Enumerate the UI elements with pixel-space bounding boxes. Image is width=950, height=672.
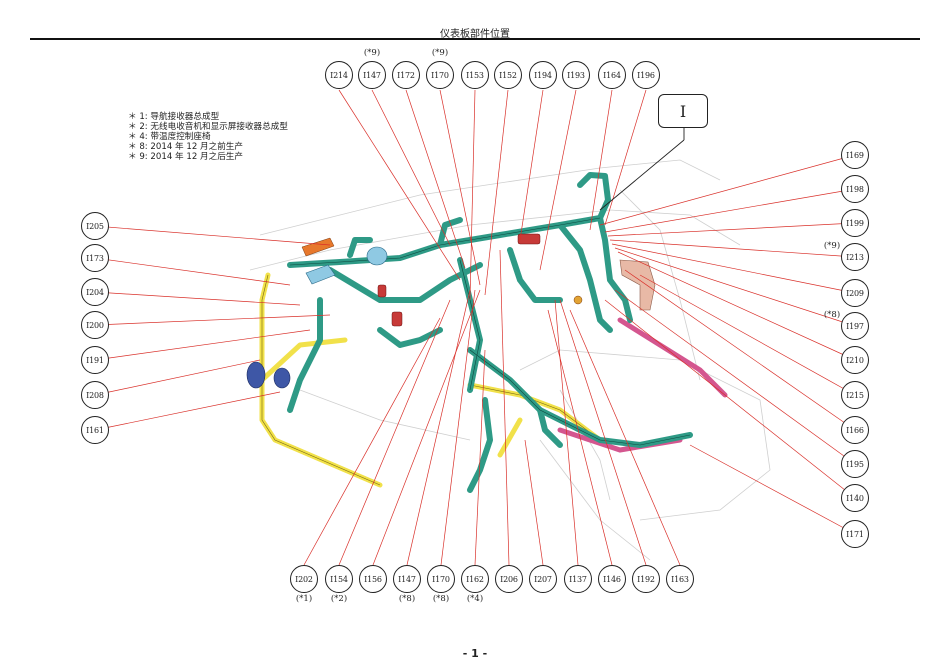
callout-i202: I202 bbox=[290, 565, 318, 593]
callout-i193: I193 bbox=[562, 61, 590, 89]
callout-note: (*9) bbox=[823, 241, 841, 251]
header-rule bbox=[30, 38, 920, 40]
callout-i156: I156 bbox=[359, 565, 387, 593]
callout-note: (*2) bbox=[330, 594, 348, 604]
callout-i140: I140 bbox=[841, 484, 869, 512]
callout-i162: I162 bbox=[461, 565, 489, 593]
callout-i210: I210 bbox=[841, 346, 869, 374]
callout-i170: I170 bbox=[426, 61, 454, 89]
callout-i152: I152 bbox=[494, 61, 522, 89]
page-title: 仪表板部件位置 bbox=[440, 29, 510, 40]
footnote-4: ＊ 4: 带温度控制座椅 bbox=[128, 132, 211, 142]
callout-i204: I204 bbox=[81, 278, 109, 306]
callout-i153: I153 bbox=[461, 61, 489, 89]
callout-i198: I198 bbox=[841, 175, 869, 203]
callout-note: (*4) bbox=[466, 594, 484, 604]
footnote-9: ＊ 9: 2014 年 12 月之后生产 bbox=[128, 152, 243, 162]
orange-connector bbox=[301, 237, 583, 305]
callout-i208: I208 bbox=[81, 381, 109, 409]
footnote-8: ＊ 8: 2014 年 12 月之前生产 bbox=[128, 142, 243, 152]
callout-i199: I199 bbox=[841, 209, 869, 237]
callout-i147: I147 bbox=[393, 565, 421, 593]
callout-note: (*8) bbox=[432, 594, 450, 604]
callout-i206: I206 bbox=[495, 565, 523, 593]
callout-i194: I194 bbox=[529, 61, 557, 89]
view-pointer bbox=[599, 126, 685, 211]
callout-i172: I172 bbox=[392, 61, 420, 89]
air-duct bbox=[305, 246, 388, 285]
callout-i197: I197 bbox=[841, 312, 869, 340]
dashboard-outline bbox=[249, 159, 771, 561]
callout-i192: I192 bbox=[632, 565, 660, 593]
callout-note: (*8) bbox=[823, 310, 841, 320]
callout-i166: I166 bbox=[841, 416, 869, 444]
footnote-1: ＊ 1: 导航接收器总成型 bbox=[128, 112, 220, 122]
callout-i191: I191 bbox=[81, 346, 109, 374]
callout-i205: I205 bbox=[81, 212, 109, 240]
callout-i170: I170 bbox=[427, 565, 455, 593]
yellow-harness-edge bbox=[261, 274, 601, 486]
callout-note: (*9) bbox=[431, 48, 449, 58]
blue-component bbox=[246, 361, 291, 389]
callout-i200: I200 bbox=[81, 311, 109, 339]
callout-note: (*9) bbox=[363, 48, 381, 58]
callout-i163: I163 bbox=[666, 565, 694, 593]
callout-i169: I169 bbox=[841, 141, 869, 169]
callout-i215: I215 bbox=[841, 381, 869, 409]
callout-i209: I209 bbox=[841, 279, 869, 307]
callout-i147: I147 bbox=[358, 61, 386, 89]
callout-i171: I171 bbox=[841, 520, 869, 548]
leader-lines bbox=[94, 89, 856, 566]
callout-note: (*8) bbox=[398, 594, 416, 604]
callout-i195: I195 bbox=[841, 450, 869, 478]
main-harness bbox=[287, 172, 693, 493]
callout-i196: I196 bbox=[632, 61, 660, 89]
callout-note: (*1) bbox=[295, 594, 313, 604]
callout-i214: I214 bbox=[325, 61, 353, 89]
callout-i207: I207 bbox=[529, 565, 557, 593]
page-number: - 1 - bbox=[462, 647, 488, 660]
callout-i146: I146 bbox=[598, 565, 626, 593]
callout-i137: I137 bbox=[564, 565, 592, 593]
callout-i154: I154 bbox=[325, 565, 353, 593]
view-indicator: I bbox=[658, 94, 708, 128]
main-harness-edge bbox=[289, 217, 691, 446]
callout-i213: I213 bbox=[841, 243, 869, 271]
red-connectors bbox=[377, 233, 541, 327]
footnote-2: ＊ 2: 无线电收音机和显示屏接收器总成型 bbox=[128, 122, 288, 132]
callout-i173: I173 bbox=[81, 244, 109, 272]
footnotes: ＊ 1: 导航接收器总成型 ＊ 2: 无线电收音机和显示屏接收器总成型 ＊ 4:… bbox=[128, 112, 288, 162]
callout-i161: I161 bbox=[81, 416, 109, 444]
yellow-harness bbox=[259, 272, 603, 488]
callout-i164: I164 bbox=[598, 61, 626, 89]
